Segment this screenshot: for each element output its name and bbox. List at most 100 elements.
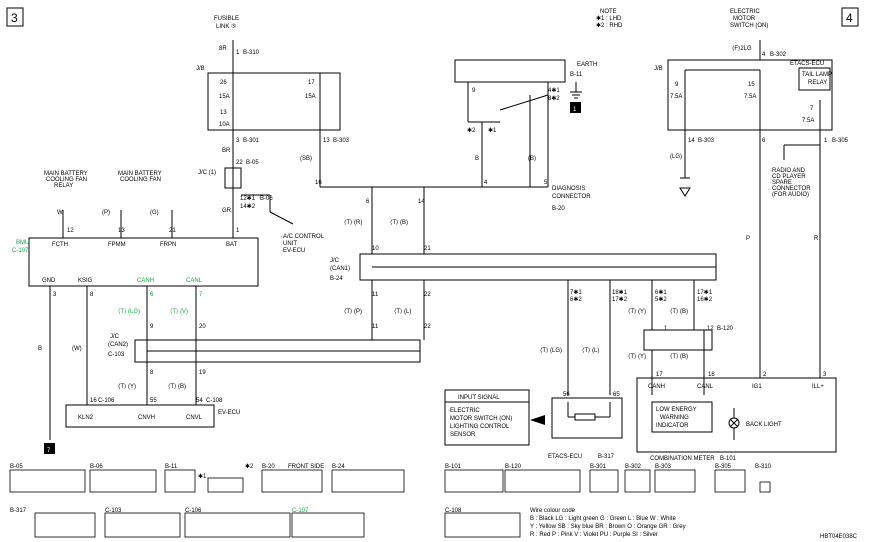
- page-number-right: 4: [846, 11, 853, 25]
- bmu-pin-8: 8: [90, 292, 94, 298]
- can2-pin-8: 8: [150, 370, 154, 376]
- fuse-26: 26: [220, 80, 227, 86]
- rjc-pin-17: 17✱2: [612, 296, 628, 303]
- can1-wire-p: ⟨T⟩ (P): [344, 308, 362, 315]
- bottom-note-2: ✱2: [245, 463, 254, 470]
- fuse-17-rating: 15A: [305, 94, 316, 100]
- earth-pin-9: 9: [472, 88, 476, 94]
- fuse-9-rating: 7.5A: [670, 94, 682, 100]
- ev-ecu-cnvl: CNVL: [186, 415, 203, 421]
- meter-pin-17: 17: [656, 372, 663, 378]
- radio-label-3: ·SPARE: [770, 180, 792, 186]
- etacs-tail-label-3: RELAY: [808, 80, 827, 86]
- radio-label-1: ·RADIO AND: [770, 168, 806, 174]
- em-switch-label-3: SWITCH (ON): [730, 23, 768, 29]
- jb-left-label: J/B: [196, 66, 205, 72]
- conn-c107: C-107: [12, 248, 29, 254]
- bottom-b20-front-side: FRONT SIDE: [288, 464, 324, 470]
- earth-label: EARTH: [577, 62, 597, 68]
- meter-pin-18: 18: [708, 372, 715, 378]
- bottom-conn-b302: B-302: [625, 464, 642, 470]
- bottom-conn-b20: B-20: [262, 464, 275, 470]
- page-number-left-box: [6, 7, 24, 27]
- bottom-conn-b305: B-305: [715, 464, 732, 470]
- rjc-pin-18: 18✱1: [612, 289, 628, 296]
- meter-ill-plus: ILL+: [812, 384, 824, 390]
- wire-p-2: P: [746, 236, 750, 242]
- bottom-conn-b301: B-301: [590, 464, 607, 470]
- ground-badge-1: 1: [573, 107, 577, 113]
- diag-wire-b: ⟨T⟩ (B): [390, 219, 408, 226]
- input-signal-line-2: MOTOR SWITCH (ON): [450, 416, 512, 422]
- conn-c103: C-103: [108, 352, 125, 358]
- em-switch-label-1: ELECTRIC: [730, 9, 760, 15]
- jccan2-label-2: (CAN2): [108, 342, 128, 348]
- bottom-conn-b11: B-11: [165, 464, 178, 470]
- bottom-conn-c108: C-108: [445, 508, 462, 514]
- fuse-17: 17: [308, 80, 315, 86]
- meter-canh: CANH: [648, 384, 665, 390]
- conn-b24: B-24: [330, 276, 343, 282]
- can2-pin-20: 20: [199, 324, 206, 330]
- wire-p: (P): [102, 210, 110, 216]
- fan-pin-12: 12: [67, 228, 74, 234]
- earth-pin-4: 4✱1: [548, 87, 560, 94]
- conn-c108: C-108: [206, 398, 223, 404]
- fuse-15-rating: 7.5A: [744, 94, 756, 100]
- rjc-wire-b: ⟨T⟩ (B): [670, 308, 688, 315]
- bmu-label: BMU: [16, 240, 29, 246]
- wire-colour-line-2: Y : Yellow SB : Sky blue BR : Brown O : …: [530, 524, 686, 530]
- conn-b101-label: B-101: [720, 456, 737, 462]
- fan-relay-label-3: RELAY: [54, 183, 73, 189]
- fuse-7-rating: 7.5A: [802, 118, 814, 124]
- note-rhd: ✱2 : RHD: [596, 22, 623, 29]
- figure-code: HBT04E038C: [820, 534, 858, 540]
- rjc-wire-l: ⟨T⟩ (L): [582, 347, 599, 354]
- conn-b305: B-305: [832, 138, 849, 144]
- jc1-pin-14: 14✱2: [240, 203, 256, 210]
- conn-b20: B-20: [552, 206, 565, 212]
- wire-w: W: [57, 210, 63, 216]
- ev-ecu-pin-16: 16: [90, 398, 97, 404]
- earth-pin-8: 8✱2: [548, 95, 560, 102]
- bmu-gnd: GND: [42, 278, 56, 284]
- etacs-pin-1: 1: [824, 138, 828, 144]
- fuse-13: 13: [220, 110, 227, 116]
- wire-f2lg: ⟨F⟩2LG: [732, 45, 752, 52]
- bmu-pin-1: 1: [236, 228, 240, 234]
- diag-pin-5: 5: [544, 180, 548, 186]
- diag-label-1: DIAGNOSIS: [552, 186, 585, 192]
- bottom-conn-b101: B-101: [445, 464, 462, 470]
- input-signal-line-4: SENSOR: [450, 432, 476, 438]
- input-signal-title: INPUT SIGNAL: [458, 395, 500, 401]
- fusible-pin: 1: [236, 50, 240, 56]
- warning-line-1: LOW ENERGY: [656, 407, 697, 413]
- etacs-pin-56: 56: [563, 392, 570, 398]
- meter-ig1: IG1: [752, 384, 762, 390]
- input-signal-line-1: ·ELECTRIC: [448, 408, 480, 414]
- rjc-pin-7: 7✱1: [570, 289, 582, 296]
- conn-b11: B-11: [570, 72, 583, 78]
- wire-b-2: (B): [528, 156, 536, 162]
- bottom-conn-c106: C-106: [185, 508, 202, 514]
- note-title: NOTE: [600, 9, 617, 15]
- conn-b302: B-302: [770, 52, 787, 58]
- bmu-canl: CANL: [186, 278, 203, 284]
- rjc-pin-12: 12: [707, 326, 714, 332]
- can2-wire-y: ⟨T⟩ (Y): [118, 383, 136, 390]
- combination-meter-box: [636, 377, 837, 453]
- bottom-conn-b303: B-303: [655, 464, 672, 470]
- rjc-wire-lg: ⟨T⟩ (LG): [540, 347, 562, 354]
- wire-colour-line-1: B : Black LG : Light green G : Green L :…: [530, 516, 677, 522]
- wire-sb: (SB): [300, 156, 312, 162]
- warning-line-3: INDICATOR: [656, 423, 689, 429]
- em-switch-pin-4: 4: [762, 52, 766, 58]
- jb-right-pin-6: 6: [762, 138, 766, 144]
- fan-relay-label-1: MAIN BATTERY: [44, 171, 88, 177]
- rjc-pin-16: 16✱2: [697, 296, 713, 303]
- fuse-7: 7: [810, 106, 814, 112]
- can1-pin-10: 10: [372, 246, 379, 252]
- meter-pin-2: 2: [763, 372, 767, 378]
- bottom-conn-b120: B-120: [505, 464, 522, 470]
- can1-pin-11: 11: [372, 292, 379, 298]
